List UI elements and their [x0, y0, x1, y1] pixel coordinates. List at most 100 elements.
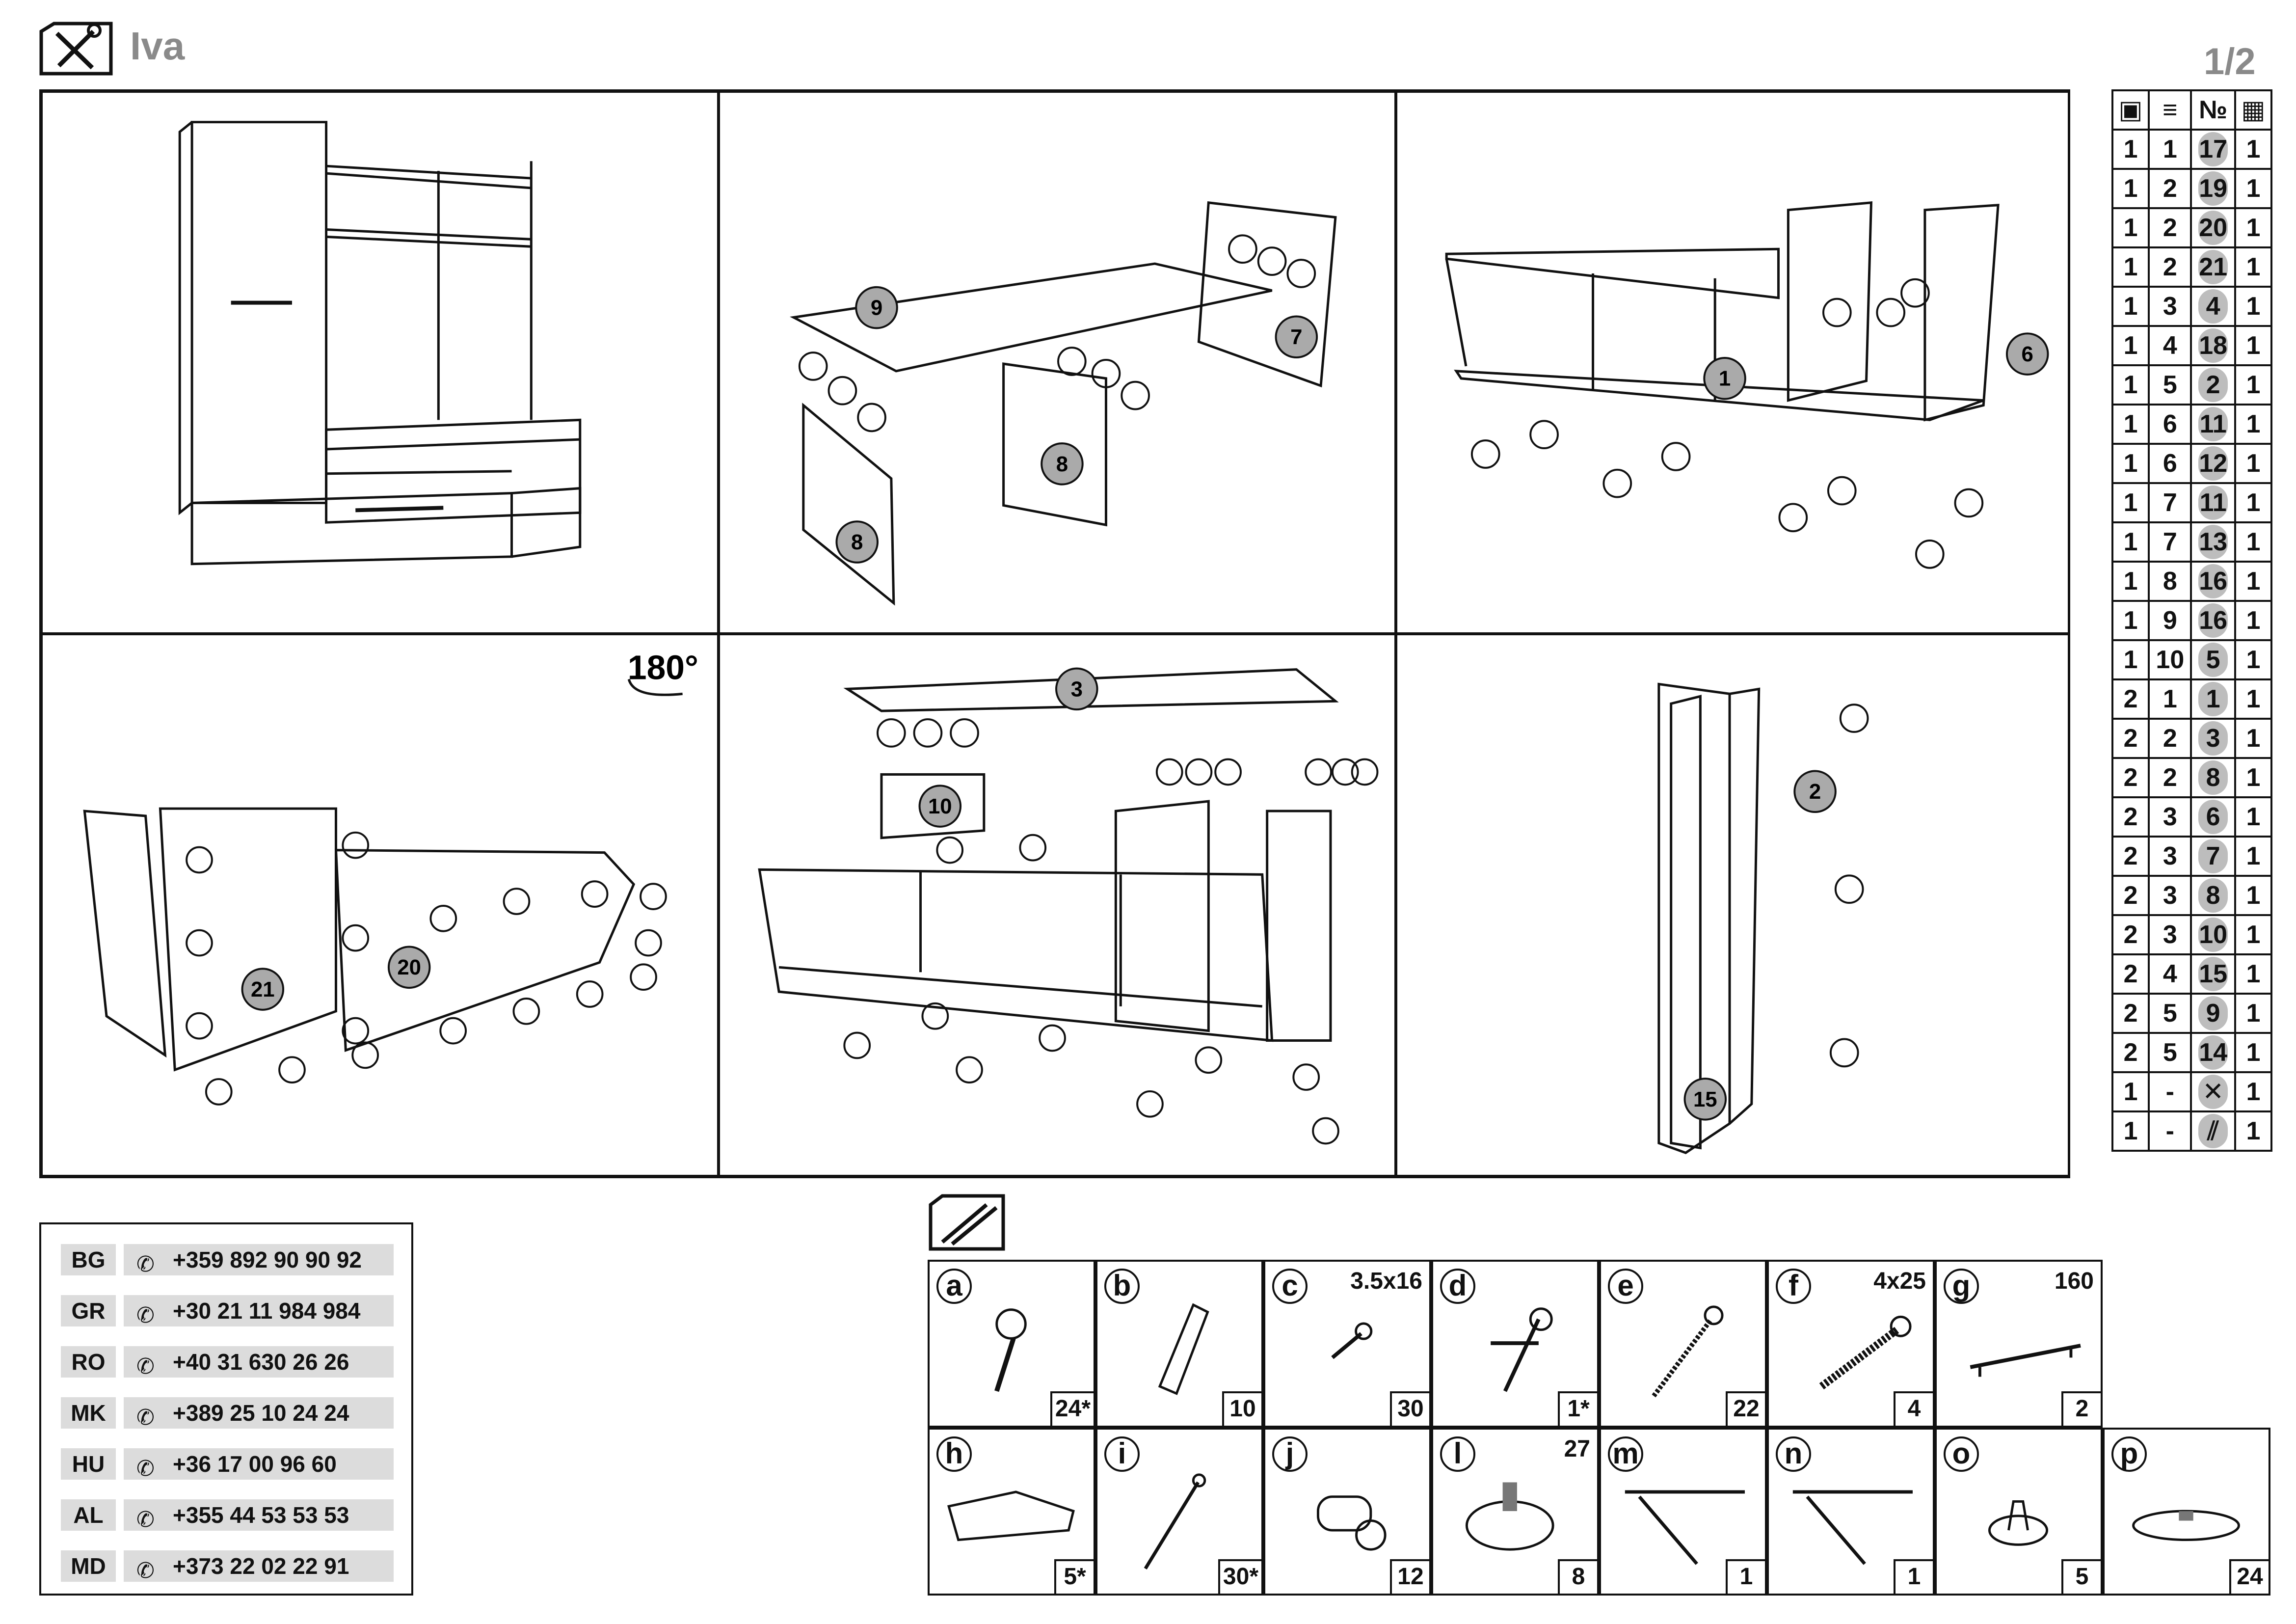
phone-number: +30 21 11 984 984	[173, 1298, 361, 1324]
svg-text:8: 8	[851, 530, 863, 554]
part-count: 1	[2234, 639, 2273, 680]
hardware-letter: m	[1608, 1436, 1643, 1472]
phone-box: ✆+373 22 02 22 91	[124, 1550, 394, 1583]
layer-number: 6	[2148, 404, 2192, 445]
phone-box: ✆ +389 25 10 24 24	[124, 1397, 394, 1430]
hardware-qty: 2	[2061, 1391, 2101, 1426]
hardware-qty: 1	[1894, 1559, 1933, 1594]
part-number: 8	[2190, 757, 2236, 798]
part-count: 1	[2234, 521, 2273, 563]
part-number: 12	[2190, 443, 2236, 484]
layer-number: 1	[2148, 678, 2192, 720]
phone-icon: ✆	[136, 1303, 155, 1327]
part-count: 1	[2234, 718, 2273, 759]
hardware-qty: 5	[2061, 1559, 2101, 1594]
part-number: 20	[2190, 207, 2236, 248]
part-number: 14	[2190, 1032, 2236, 1073]
page-number: 1/2	[2204, 41, 2256, 82]
hardware-letter: h	[936, 1436, 972, 1472]
step-2: 9 7 8 8	[719, 91, 1396, 634]
box-number: 1	[2111, 129, 2150, 170]
layer-number: 1	[2148, 129, 2192, 170]
hardware-letter: i	[1104, 1436, 1140, 1472]
box-number: 1	[2111, 404, 2150, 445]
box-number: 1	[2111, 364, 2150, 406]
part-count: 1	[2234, 1032, 2273, 1073]
rotate-180-label: 180°	[628, 649, 698, 687]
phone-number: +40 31 630 26 26	[173, 1349, 349, 1375]
part-count: 1	[2234, 207, 2273, 248]
part-number: 10	[2190, 914, 2236, 955]
layer-number: 5	[2148, 364, 2192, 406]
hinge-icon	[947, 1490, 1075, 1542]
hardware-letter: e	[1608, 1269, 1643, 1304]
phone-box: ✆+359 892 90 90 92	[124, 1244, 394, 1276]
cam-lock-icon	[994, 1308, 1027, 1392]
layer-number: 2	[2148, 168, 2192, 209]
handle-icon	[1970, 1344, 2081, 1377]
part-number: 1	[2190, 678, 2236, 720]
hardware-letter: a	[936, 1269, 972, 1304]
phone-icon: ✆	[136, 1406, 155, 1430]
layer-number: 10	[2148, 639, 2192, 680]
box-number: 2	[2111, 757, 2150, 798]
layer-number: 3	[2148, 286, 2192, 327]
part-count: 1	[2234, 914, 2273, 955]
box-number: 1	[2111, 168, 2150, 209]
layer-number: -	[2148, 1110, 2192, 1152]
hardware-spec: 27	[1564, 1436, 1590, 1462]
part-number: 21	[2190, 246, 2236, 288]
part-number: 6	[2190, 796, 2236, 838]
nail-icon	[1144, 1473, 1206, 1570]
layer-number: 4	[2148, 953, 2192, 995]
box-number: 2	[2111, 914, 2150, 955]
step-3: 1 6	[1396, 91, 2069, 634]
layer-number: 8	[2148, 561, 2192, 602]
phone-number: +355 44 53 53 53	[173, 1502, 349, 1528]
hardware-qty: 24*	[1050, 1391, 1094, 1426]
part-count: 1	[2234, 993, 2273, 1034]
phone-box: ✆ +30 21 11 984 984	[124, 1295, 394, 1327]
hardware-letter: p	[2111, 1436, 2147, 1472]
bolt-icon	[1491, 1307, 1553, 1392]
part-count: 1	[2234, 953, 2273, 995]
part-number: 7	[2190, 836, 2236, 877]
phone-icon: ✆	[136, 1252, 155, 1276]
hardware-letter: o	[1944, 1436, 1979, 1472]
layer-number: 2	[2148, 718, 2192, 759]
part-count: 1	[2234, 286, 2273, 327]
pins-icon: ⫽	[2198, 1114, 2228, 1148]
box-number: 1	[2111, 482, 2150, 523]
svg-text:10: 10	[928, 794, 952, 818]
country-code: RO	[61, 1346, 116, 1378]
country-code: AL	[61, 1499, 116, 1531]
box-number: 2	[2111, 796, 2150, 838]
hardware-letter: d	[1440, 1269, 1475, 1304]
phone-icon: ✆	[136, 1559, 155, 1583]
step-overview	[41, 91, 719, 634]
layer-number: 3	[2148, 875, 2192, 916]
layer-number: 9	[2148, 600, 2192, 641]
box-number: 1	[2111, 286, 2150, 327]
hardware-spec: 3.5x16	[1350, 1268, 1422, 1294]
phone-number: +389 25 10 24 24	[173, 1400, 349, 1426]
layer-number: 2	[2148, 207, 2192, 248]
part-count: 1	[2234, 678, 2273, 720]
layer-number: 2	[2148, 757, 2192, 798]
part-number: ✕	[2190, 1071, 2236, 1112]
